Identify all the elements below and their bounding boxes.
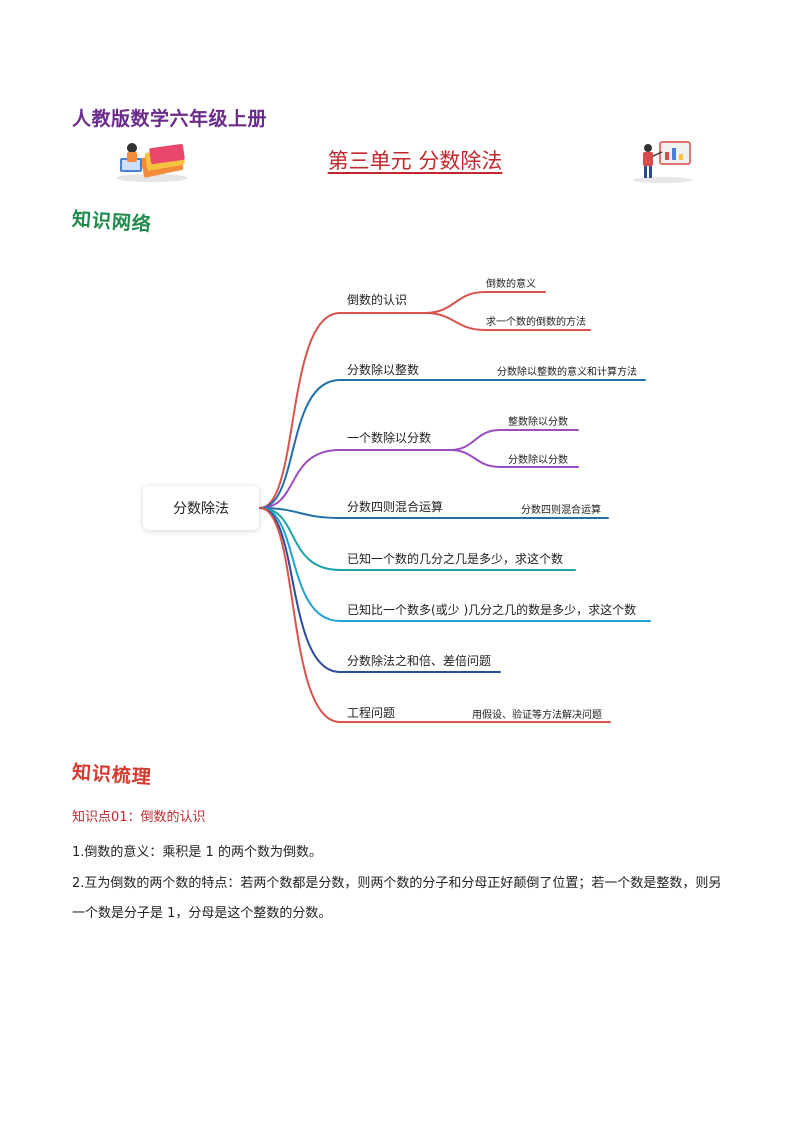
mindmap-leaf: 分数除以分数	[508, 455, 568, 466]
mindmap-branch-6: 已知比一个数多(或少 )几分之几的数是多少，求这个数	[347, 603, 637, 617]
mindmap-branch-8: 工程问题	[347, 706, 396, 720]
knowledge-point-title: 知识点01：倒数的认识	[72, 810, 206, 825]
mindmap-branch-1: 倒数的认识	[347, 293, 408, 307]
mindmap-branch-4: 分数四则混合运算	[347, 500, 444, 514]
books-illustration	[112, 138, 196, 184]
mindmap-leaf: 倒数的意义	[486, 279, 536, 290]
paragraph-1: 1.倒数的意义：乘积是 1 的两个数为倒数。	[72, 845, 322, 860]
mindmap-branch-7: 分数除法之和倍、差倍问题	[347, 654, 492, 668]
mindmap-leaf: 求一个数的倒数的方法	[486, 317, 586, 328]
unit-title: 第三单元 分数除法	[327, 149, 503, 173]
mindmap-branch-5: 已知一个数的几分之几是多少，求这个数	[347, 552, 564, 566]
presenter-illustration	[630, 138, 696, 184]
mindmap-leaf: 整数除以分数	[508, 417, 568, 428]
mindmap-leaf: 用假设、验证等方法解决问题	[472, 710, 602, 721]
mindmap-leaf: 分数除以整数的意义和计算方法	[497, 367, 637, 378]
book-title: 人教版数学六年级上册	[72, 108, 268, 130]
mindmap-branch-2: 分数除以整数	[347, 363, 420, 377]
mindmap-root: 分数除法	[143, 486, 259, 530]
paragraph-2: 2.互为倒数的两个数的特点：若两个数都是分数，则两个数的分子和分母正好颠倒了位置…	[72, 876, 722, 921]
section-heading-sorting: 知识梳理	[71, 761, 153, 789]
mindmap-branch-3: 一个数除以分数	[347, 431, 432, 445]
mindmap-leaf: 分数四则混合运算	[521, 505, 601, 516]
